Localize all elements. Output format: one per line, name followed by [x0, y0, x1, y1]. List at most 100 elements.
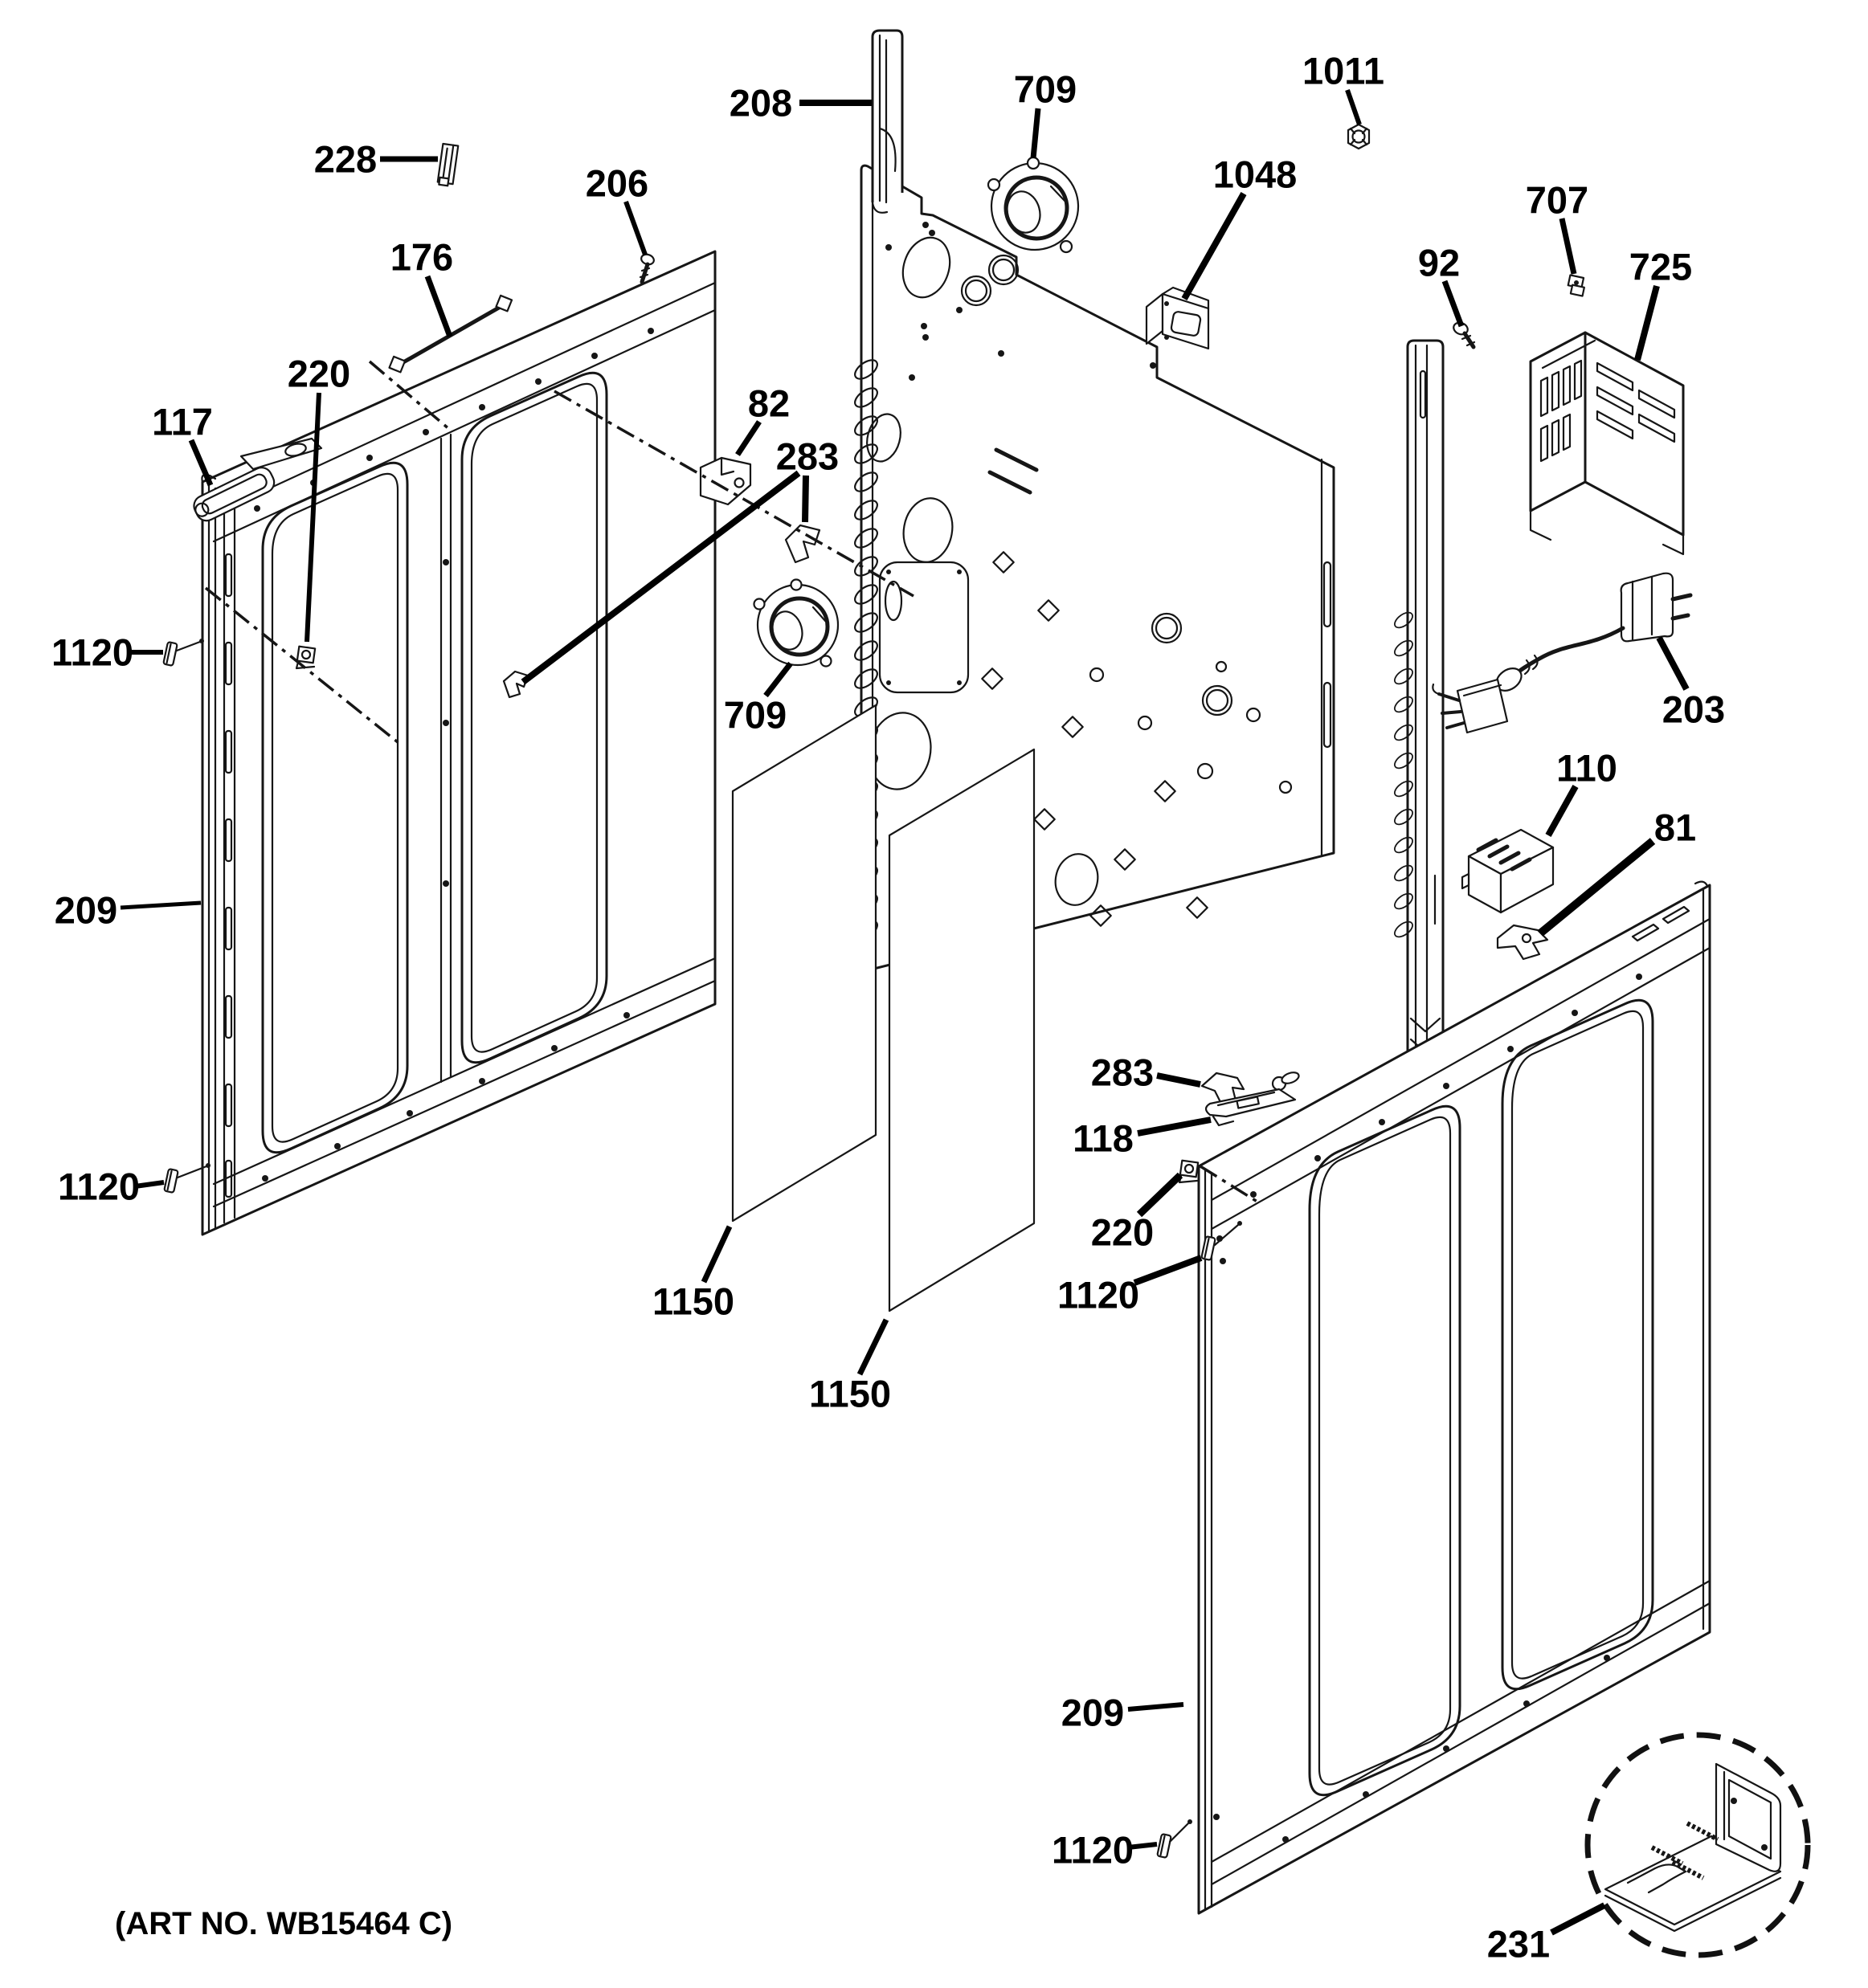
art-number: (ART NO. WB15464 C) — [115, 1906, 452, 1941]
trim-channel-left — [871, 29, 904, 214]
leader-203 — [1656, 636, 1690, 691]
screw-92 — [1453, 321, 1476, 349]
rear-panel-access-cover — [878, 561, 970, 694]
callout-725: 725 — [1629, 246, 1692, 288]
right-panel-bottom-rail — [1210, 1579, 1711, 1886]
callout-220-right: 220 — [1091, 1211, 1154, 1254]
leader-709-top — [1030, 108, 1041, 159]
leader-82 — [735, 420, 762, 456]
bracket-725 — [1529, 331, 1685, 556]
left-panel-mullion — [439, 433, 452, 1084]
callout-231: 231 — [1487, 1923, 1550, 1966]
callout-176: 176 — [390, 236, 453, 279]
right-panel-window-1 — [1308, 1104, 1461, 1797]
callout-117: 117 — [152, 401, 213, 443]
left-panel-window-1 — [261, 461, 409, 1154]
leader-1120-bottom — [1127, 1842, 1158, 1850]
callout-1120-right: 1120 — [1057, 1274, 1139, 1316]
rear-panel-right-flange — [1320, 458, 1332, 858]
screw-206 — [639, 253, 655, 284]
callout-206: 206 — [586, 162, 648, 205]
vent-grommet-top — [987, 156, 1080, 254]
centerline-right — [1200, 1165, 1261, 1205]
clip-283-a — [784, 524, 821, 564]
callout-82: 82 — [748, 382, 790, 425]
callout-283-left: 283 — [776, 435, 839, 478]
plug-prong — [1670, 593, 1693, 602]
callout-1011: 1011 — [1302, 50, 1384, 92]
callout-709-mid: 709 — [724, 694, 787, 737]
trim-channel-right — [1391, 339, 1445, 1090]
cord-connector — [1456, 678, 1509, 734]
right-panel-window-2 — [1501, 998, 1654, 1691]
detail-circle-231 — [1584, 1732, 1811, 1958]
leader-1120-lower-left — [134, 1180, 165, 1189]
terminal-block-110 — [1461, 828, 1555, 914]
leader-220-right — [1136, 1172, 1183, 1218]
insulation-sheet-right — [888, 748, 1036, 1312]
latch-118 — [1204, 1072, 1300, 1127]
leader-283-right — [1156, 1072, 1201, 1088]
callout-209-left: 209 — [55, 889, 117, 932]
leader-176 — [424, 275, 453, 338]
leader-92 — [1441, 280, 1465, 328]
left-panel-window-2 — [460, 371, 608, 1064]
callout-208: 208 — [730, 82, 792, 125]
centerline-middle — [554, 390, 914, 598]
leader-1011 — [1345, 89, 1362, 125]
callout-81: 81 — [1654, 806, 1696, 849]
leader-206 — [623, 200, 648, 256]
callout-283-right: 283 — [1091, 1051, 1154, 1094]
clip-283-b — [502, 670, 529, 699]
clip-707 — [1567, 274, 1585, 297]
callout-118: 118 — [1073, 1117, 1134, 1160]
leader-283-left — [521, 470, 801, 685]
leader-707 — [1559, 218, 1577, 275]
callout-1150-right: 1150 — [809, 1373, 891, 1415]
leader-1150-right — [856, 1318, 889, 1376]
leader-220-left — [305, 392, 321, 643]
centerline-top-left — [368, 360, 452, 431]
bracket-82 — [699, 456, 752, 506]
callout-110: 110 — [1556, 747, 1617, 790]
plug-prong — [1670, 613, 1690, 621]
callout-707: 707 — [1526, 179, 1588, 222]
leader-709-mid — [763, 661, 793, 698]
callout-709-top: 709 — [1014, 68, 1077, 111]
anti-tip-bracket — [1604, 1762, 1782, 1933]
left-side-panel — [201, 250, 717, 1236]
leader-118 — [1137, 1116, 1212, 1137]
leader-725 — [1634, 284, 1660, 361]
callout-92: 92 — [1418, 242, 1460, 284]
leader-81 — [1537, 838, 1656, 937]
callout-1120-lower-left: 1120 — [58, 1165, 140, 1208]
clip-228 — [436, 142, 460, 187]
leader-110 — [1545, 785, 1579, 837]
centerline-left — [204, 586, 403, 747]
latch-117 — [193, 437, 323, 522]
callout-220-left: 220 — [288, 353, 350, 395]
clip-283-c — [1200, 1072, 1245, 1105]
callout-203: 203 — [1662, 688, 1725, 731]
callouts-layer: 208 709 1011 1048 92 707 725 228 206 176 220 117 82 2… — [51, 50, 1725, 1966]
leader-283-left — [802, 475, 809, 523]
callout-228: 228 — [314, 138, 377, 181]
square-nut-220-right — [1178, 1159, 1200, 1184]
right-panel-top-rail — [1210, 905, 1711, 1231]
leader-1120-right — [1133, 1255, 1203, 1286]
callout-1048: 1048 — [1213, 153, 1298, 196]
right-side-panel — [1197, 880, 1711, 1915]
leader-117 — [188, 439, 214, 487]
leader-231 — [1550, 1902, 1606, 1936]
callout-1120-bottom: 1120 — [1052, 1829, 1134, 1872]
plug-1120-upper-left — [162, 639, 204, 667]
callout-1120-upper-left: 1120 — [51, 631, 133, 674]
plug-1120-right — [1200, 1221, 1242, 1262]
rear-panel — [850, 164, 1335, 974]
callout-209-right: 209 — [1061, 1692, 1124, 1734]
plug-1120-lower-left — [163, 1163, 211, 1194]
leader-209-left — [120, 900, 202, 910]
leader-1048 — [1181, 192, 1247, 300]
